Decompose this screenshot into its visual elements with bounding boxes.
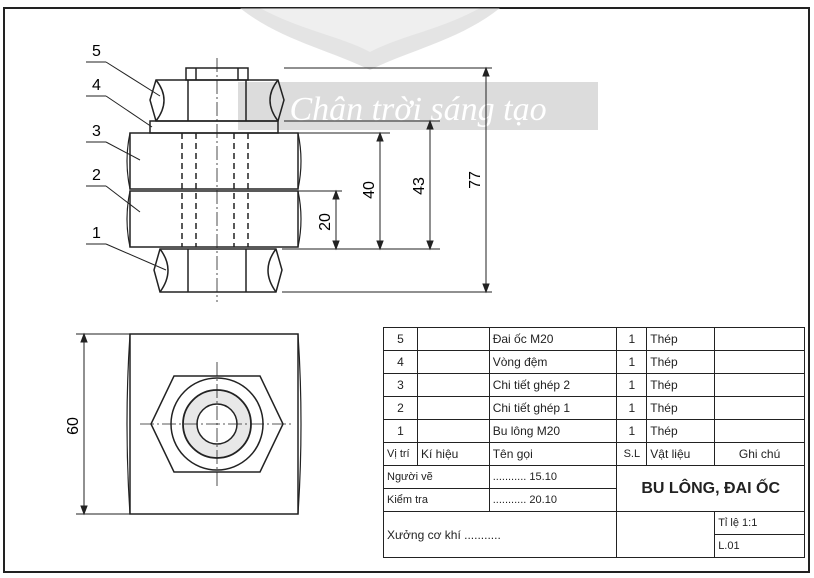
row-material: Thép bbox=[646, 350, 716, 374]
row-qty: 1 bbox=[616, 396, 648, 420]
header-material: Vật liệu bbox=[646, 442, 716, 466]
part-2-plate bbox=[129, 190, 299, 248]
header-code: Kí hiệu bbox=[416, 442, 490, 466]
table-row: 5 Đai ốc M20 1 Thép bbox=[383, 327, 805, 351]
dimension-40: 40 bbox=[361, 181, 378, 199]
row-index: 3 bbox=[383, 373, 418, 397]
part-label-5: 5 bbox=[92, 43, 101, 60]
top-view bbox=[126, 333, 302, 515]
row-name: Vòng đệm bbox=[488, 350, 618, 374]
title-block-row-3: Xưởng cơ khí ........... Tỉ lệ 1:1 bbox=[382, 511, 805, 558]
dimension-60: 60 bbox=[65, 417, 82, 435]
header-name: Tên gọi bbox=[488, 442, 618, 466]
sheet-number: L.01 bbox=[714, 534, 805, 558]
row-note bbox=[714, 327, 805, 351]
row-qty: 1 bbox=[616, 327, 648, 351]
watermark: Chân trời sáng tạo bbox=[238, 8, 598, 130]
part-label-2: 2 bbox=[92, 167, 101, 184]
table-header-row: Vị trí Kí hiệu Tên gọi S.L Vật liệu Ghi … bbox=[383, 442, 805, 466]
dimension-20: 20 bbox=[317, 213, 334, 231]
row-note bbox=[714, 373, 805, 397]
table-row: 4 Vòng đệm 1 Thép bbox=[383, 350, 805, 374]
table-row: 3 Chi tiết ghép 2 1 Thép bbox=[383, 373, 805, 397]
header-note: Ghi chú bbox=[714, 442, 805, 466]
header-qty: S.L bbox=[616, 442, 648, 466]
row-name: Chi tiết ghép 2 bbox=[488, 373, 618, 397]
dimension-60-line bbox=[76, 332, 130, 516]
part-leaders bbox=[86, 61, 167, 271]
row-index: 2 bbox=[383, 396, 418, 420]
drawn-by-label: Người vẽ bbox=[383, 465, 490, 489]
dimension-lines bbox=[282, 66, 492, 294]
row-qty: 1 bbox=[616, 350, 648, 374]
parts-list-table: 5 Đai ốc M20 1 Thép 4 Vòng đệm 1 Thép 3 … bbox=[382, 327, 805, 558]
table-row: 2 Chi tiết ghép 1 1 Thép bbox=[383, 396, 805, 420]
scale: Tỉ lệ 1:1 bbox=[714, 511, 805, 535]
checked-by-label: Kiểm tra bbox=[383, 488, 490, 512]
row-index: 1 bbox=[383, 419, 418, 443]
row-material: Thép bbox=[646, 419, 716, 443]
drawing-title: BU LÔNG, ĐAI ỐC bbox=[616, 465, 805, 512]
part-1-bolt-head bbox=[153, 248, 283, 293]
title-block-row-1: Người vẽ ........... 15.10 BU LÔNG, ĐAI … bbox=[383, 465, 805, 512]
dimension-43: 43 bbox=[411, 177, 428, 195]
row-material: Thép bbox=[646, 396, 716, 420]
part-label-4: 4 bbox=[92, 77, 101, 94]
top-view-plate bbox=[129, 333, 299, 515]
row-note bbox=[714, 419, 805, 443]
front-view bbox=[126, 58, 302, 302]
row-name: Bu lông M20 bbox=[488, 419, 618, 443]
row-material: Thép bbox=[646, 373, 716, 397]
header-index: Vị trí bbox=[383, 442, 418, 466]
checked-by-value: ........... 20.10 bbox=[488, 488, 618, 512]
row-qty: 1 bbox=[616, 373, 648, 397]
row-code bbox=[416, 373, 490, 397]
row-code bbox=[416, 396, 490, 420]
row-name: Đai ốc M20 bbox=[488, 327, 618, 351]
title-block-row-2: Kiểm tra ........... 20.10 bbox=[383, 488, 805, 512]
row-index: 4 bbox=[383, 350, 418, 374]
row-code bbox=[416, 350, 490, 374]
row-code bbox=[416, 327, 490, 351]
workshop: Xưởng cơ khí ........... bbox=[382, 511, 618, 558]
part-label-1: 1 bbox=[92, 225, 101, 242]
watermark-text: Chân trời sáng tạo bbox=[289, 91, 546, 128]
row-index: 5 bbox=[383, 327, 418, 351]
row-qty: 1 bbox=[616, 419, 648, 443]
table-row: 1 Bu lông M20 1 Thép bbox=[383, 419, 805, 443]
row-note bbox=[714, 396, 805, 420]
row-material: Thép bbox=[646, 327, 716, 351]
part-3-plate bbox=[129, 132, 299, 190]
row-code bbox=[416, 419, 490, 443]
row-name: Chi tiết ghép 1 bbox=[488, 396, 618, 420]
title-block-row-4: L.01 bbox=[384, 534, 805, 558]
row-note bbox=[714, 350, 805, 374]
dimension-77: 77 bbox=[467, 171, 484, 189]
part-label-3: 3 bbox=[92, 123, 101, 140]
drawn-by-value: ........... 15.10 bbox=[488, 465, 618, 489]
